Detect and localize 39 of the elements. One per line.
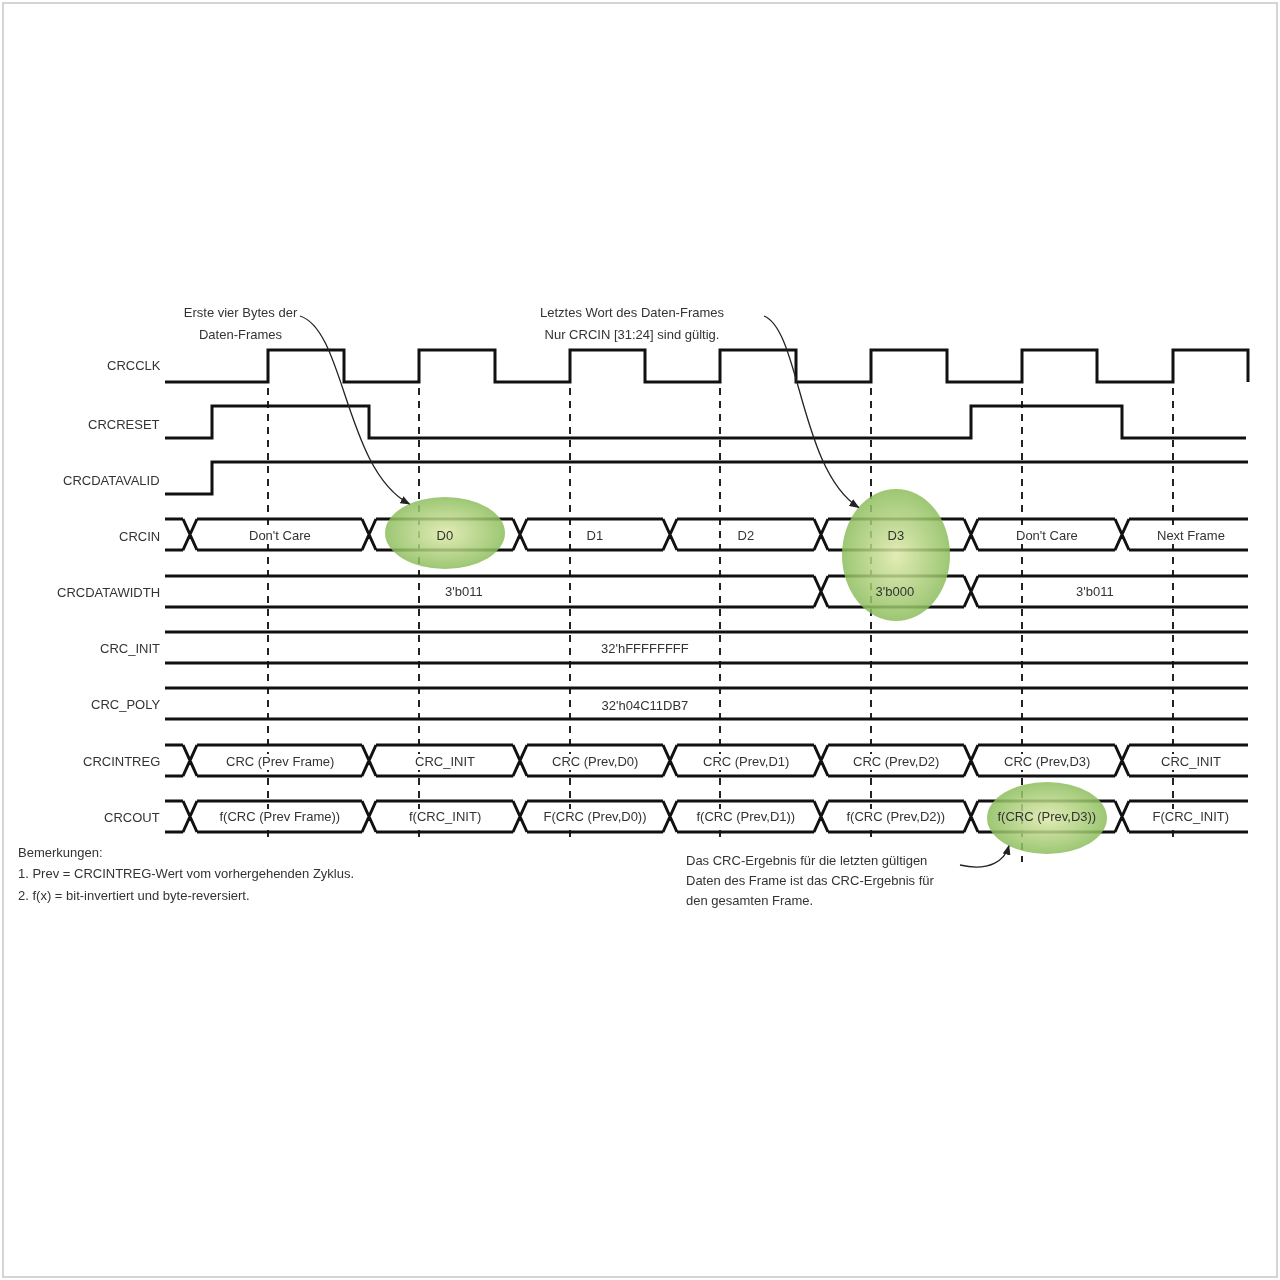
- signal-name: CRCINTREG: [83, 754, 161, 770]
- bus-value: F(CRC_INIT): [1151, 809, 1231, 825]
- bus-value: CRC_INIT: [1160, 754, 1222, 770]
- bus-value: CRC (Prev,D3): [1003, 754, 1092, 770]
- bus-value: f(CRC (Prev,D2)): [845, 809, 947, 825]
- annotation-text: Letztes Wort des Daten-Frames: [539, 304, 725, 322]
- leader-arrow: [299, 315, 411, 505]
- bus-value: CRC_INIT: [414, 754, 476, 770]
- signal-name: CRCDATAWIDTH: [57, 585, 161, 601]
- signal-name: CRCDATAVALID: [63, 473, 160, 489]
- signal-name: CRCCLK: [107, 358, 161, 374]
- bus-value: 3'b000: [875, 584, 915, 600]
- bus-value: F(CRC (Prev,D0)): [542, 809, 648, 825]
- signal-name: CRC_INIT: [100, 641, 160, 657]
- bus-value: CRC (Prev,D1): [702, 754, 791, 770]
- leader-arrow: [959, 844, 1010, 868]
- signal-name: CRC_POLY: [91, 697, 161, 713]
- bus-value: f(CRC (Prev,D3)): [997, 809, 1097, 825]
- signal-name: CRCRESET: [88, 417, 160, 433]
- bus-value: D3: [887, 528, 905, 544]
- bus-value: f(CRC (Prev Frame)): [218, 809, 342, 825]
- annotation-text: Das CRC-Ergebnis für die letzten gültigen Daten des Frame ist das CRC-Ergebnis für den gesamten Frame.: [686, 851, 958, 911]
- bus-value: CRC (Prev Frame): [225, 754, 336, 770]
- bus-value: f(CRC (Prev,D1)): [695, 809, 797, 825]
- bus-value: CRC (Prev,D0): [551, 754, 640, 770]
- signal-name: CRCIN: [119, 529, 161, 545]
- note-text: Bemerkungen:: [18, 845, 103, 861]
- highlight-ellipse: [842, 489, 950, 621]
- highlight-ellipse: [385, 497, 505, 569]
- highlight-ellipse: [987, 782, 1107, 854]
- leader-arrow: [763, 315, 860, 508]
- annotation-text: Nur CRCIN [31:24] sind gültig.: [543, 326, 721, 344]
- signal-name: CRCOUT: [104, 810, 160, 826]
- note-text: 1. Prev = CRCINTREG-Wert vom vorhergehenden Zyklus.: [18, 866, 355, 882]
- note-text: 2. f(x) = bit-invertiert und byte-reversiert.: [18, 888, 250, 904]
- bus-value: D0: [436, 528, 454, 544]
- annotation-text: Erste vier Bytes der Daten-Frames: [183, 302, 298, 346]
- bus-value: f(CRC_INIT): [408, 809, 483, 825]
- bus-value: CRC (Prev,D2): [852, 754, 941, 770]
